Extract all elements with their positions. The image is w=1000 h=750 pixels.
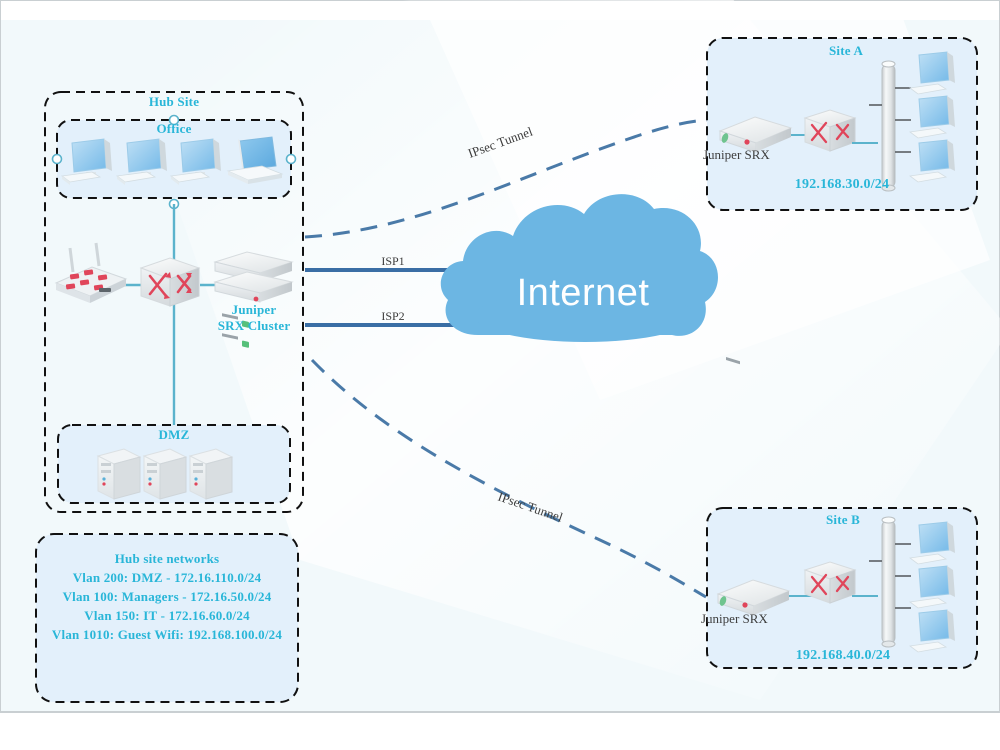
office-zone[interactable]	[51, 114, 297, 210]
core-switch[interactable]	[139, 257, 201, 307]
ipsec-tunnel-links	[304, 118, 713, 599]
srx-lower-ports	[222, 296, 259, 348]
site-b-juniper-srx[interactable]	[716, 579, 791, 750]
office-handle-left[interactable]	[51, 153, 63, 165]
ipsec-tunnel-b-line[interactable]	[310, 358, 707, 599]
site-b-pc-2[interactable]	[908, 565, 955, 609]
internet-cloud[interactable]	[440, 194, 718, 342]
site-b-switch[interactable]	[803, 561, 857, 604]
office-pc-3[interactable]	[169, 138, 221, 185]
dmz-server-1[interactable]	[96, 448, 142, 500]
site-a-juniper-srx[interactable]	[718, 116, 793, 365]
office-handle-right[interactable]	[285, 153, 297, 165]
site-a-switch[interactable]	[803, 109, 857, 152]
hub-site-zone[interactable]	[44, 91, 304, 513]
legend-box[interactable]	[35, 533, 299, 703]
site-a-pc-3[interactable]	[908, 139, 955, 183]
dmz-server-3[interactable]	[188, 448, 234, 500]
site-b-pc-3[interactable]	[908, 609, 955, 653]
dmz-server-2[interactable]	[142, 448, 188, 500]
juniper-srx-cluster[interactable]	[213, 251, 294, 348]
site-b-bus-stubs	[869, 543, 911, 609]
office-laptop[interactable]	[226, 136, 284, 184]
site-b-bus[interactable]	[881, 516, 896, 648]
office-pc-1[interactable]	[60, 138, 112, 185]
office-pc-2[interactable]	[115, 138, 167, 185]
site-a-bus-stubs	[869, 87, 911, 153]
ipsec-tunnel-a-line[interactable]	[304, 118, 713, 239]
office-handle-top[interactable]	[168, 114, 180, 126]
site-b-pc-1[interactable]	[908, 521, 955, 565]
site-a-bus[interactable]	[881, 60, 896, 192]
site-a-pc-1[interactable]	[908, 51, 955, 95]
wireless-router[interactable]	[54, 242, 128, 303]
site-a-pc-2[interactable]	[908, 95, 955, 139]
